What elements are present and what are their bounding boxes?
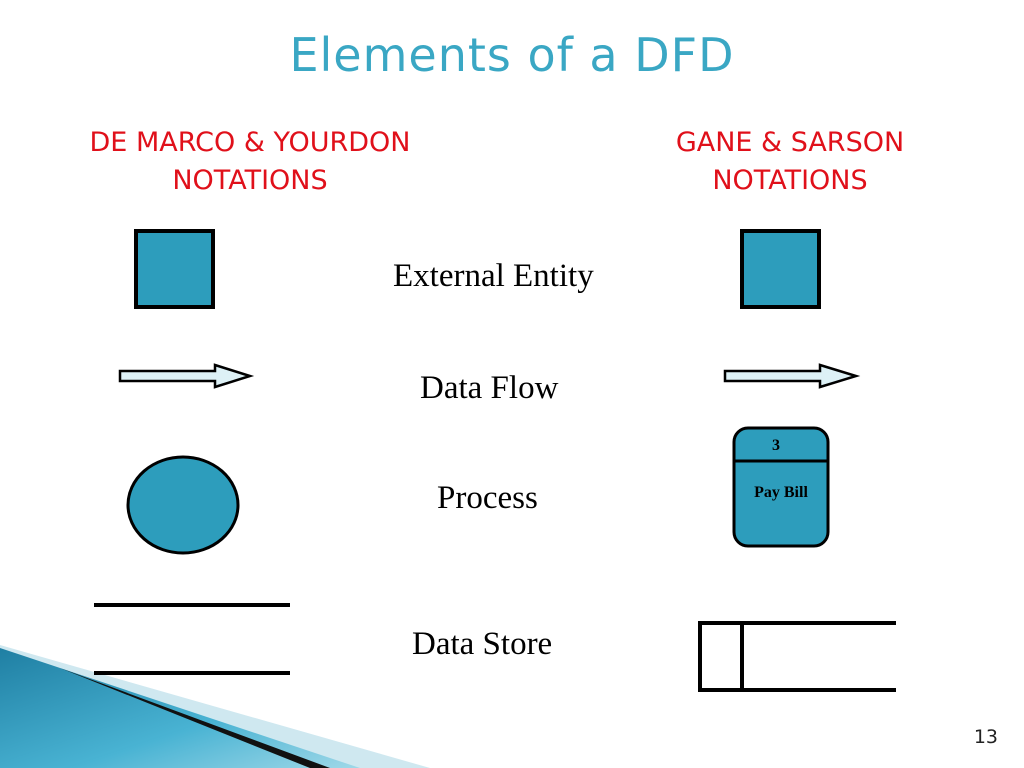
gane-data-flow-arrow — [723, 363, 861, 389]
external-entity-label: External Entity — [393, 258, 594, 294]
gane-process-box — [732, 426, 830, 548]
demarco-data-flow-arrow — [118, 363, 255, 389]
right-heading-line-2: NOTATIONS — [712, 165, 868, 196]
demarco-yourdon-heading: DE MARCO & YOURDON NOTATIONS — [40, 124, 460, 200]
gane-external-entity-square — [740, 229, 821, 309]
right-heading-line-1: GANE & SARSON — [675, 127, 905, 158]
page-number: 13 — [973, 726, 998, 748]
gane-data-store-outline — [698, 621, 896, 692]
gane-sarson-heading: GANE & SARSON NOTATIONS — [600, 124, 980, 200]
left-heading-line-2: NOTATIONS — [172, 165, 328, 196]
demarco-process-circle — [126, 455, 240, 555]
demarco-external-entity-square — [134, 229, 215, 309]
data-store-label: Data Store — [412, 626, 553, 662]
process-label: Process — [437, 480, 538, 516]
gane-process-id: 3 — [772, 437, 780, 454]
left-heading-line-1: DE MARCO & YOURDON — [89, 127, 411, 158]
data-flow-label: Data Flow — [420, 370, 559, 406]
page-title: Elements of a DFD — [289, 28, 735, 82]
gane-process-name: Pay Bill — [754, 484, 808, 501]
